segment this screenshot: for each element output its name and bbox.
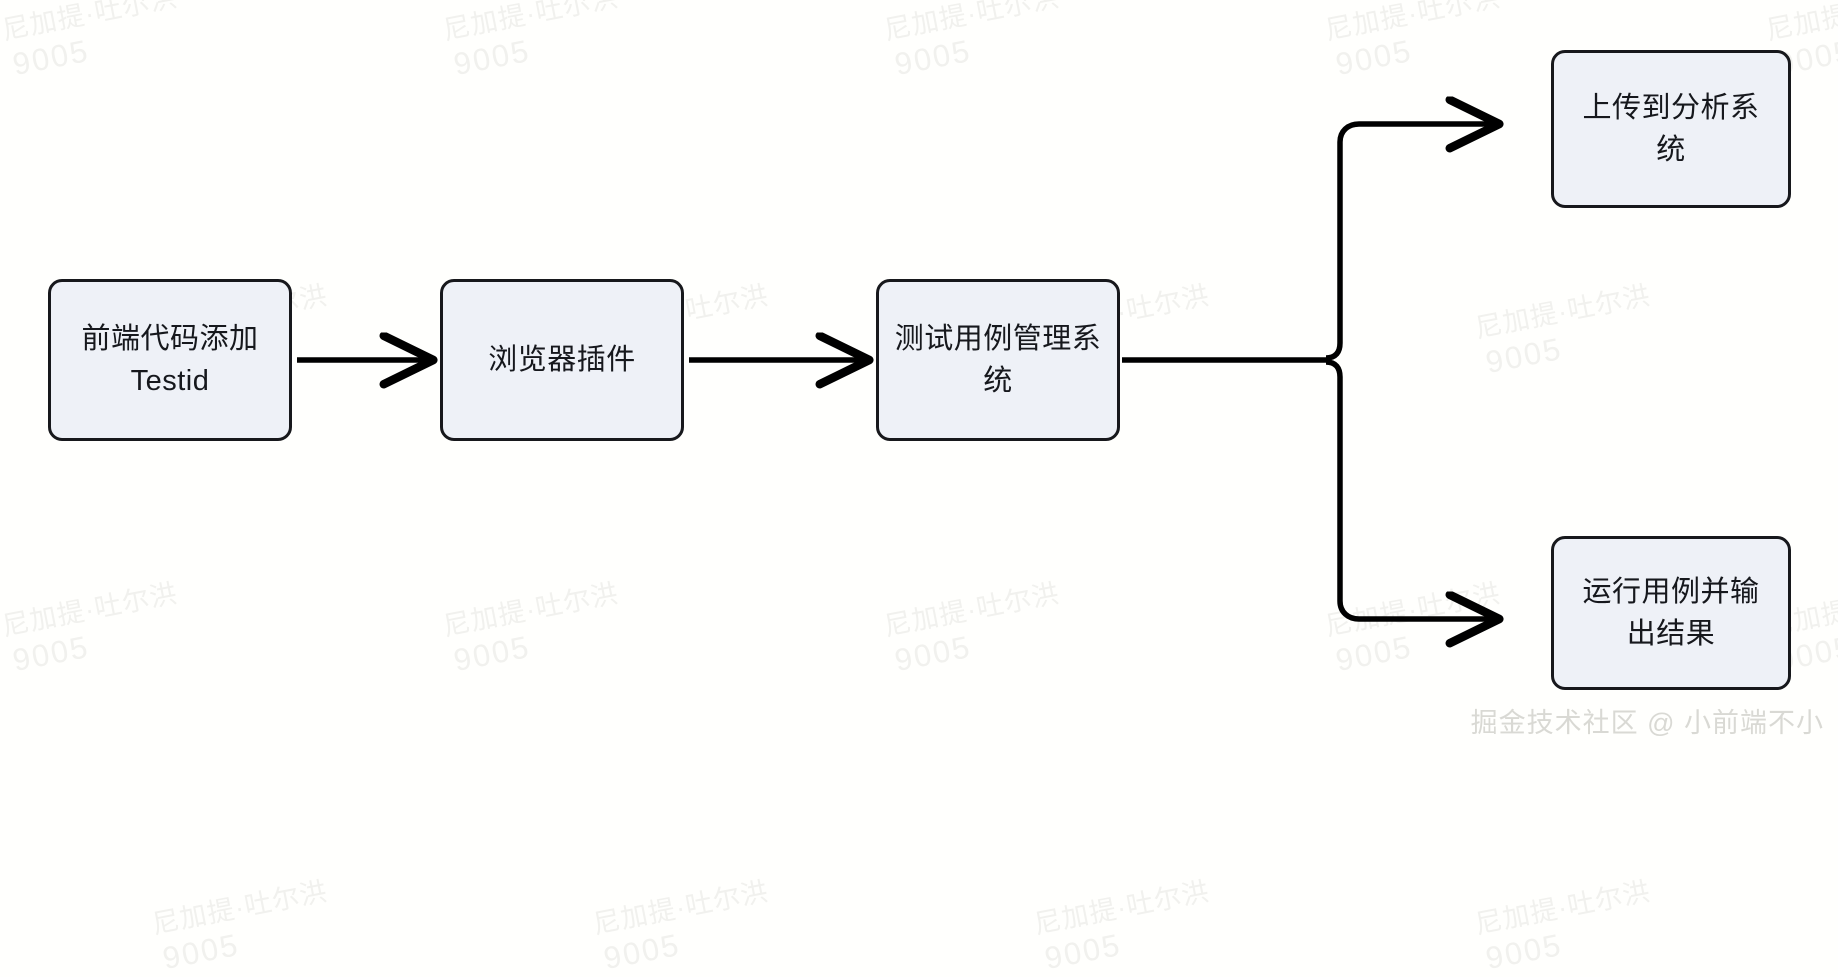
flow-node-label: 运行用例并输出结果 [1582,575,1760,650]
watermark-name: 尼加提·吐尔洪 [1472,876,1654,940]
connector-layer [297,0,1838,746]
watermark-number: 9005 [1482,926,1566,977]
edge-branch-to-runoutput [1325,359,1496,619]
credit-watermark: 掘金技术社区 @ 小前端不小 [1470,708,1824,738]
flow-node-browser-plugin[interactable]: 浏览器插件 [440,279,684,441]
watermark-number: 9005 [1041,926,1125,977]
flow-node-label: 测试用例管理系统 [894,322,1102,397]
flow-node-label: 浏览器插件 [488,343,636,376]
watermark-number: 9005 [600,926,684,977]
flow-node-label: 前端代码添加 Testid [81,322,259,397]
flow-node-label: 上传到分析系统 [1582,91,1760,166]
flow-node-case-management-system[interactable]: 测试用例管理系统 [876,279,1120,441]
watermark-name: 尼加提·吐尔洪 [149,876,331,940]
flow-node-upload-to-analysis-system[interactable]: 上传到分析系统 [1551,50,1791,208]
flow-node-run-cases-and-output-results[interactable]: 运行用例并输出结果 [1551,536,1791,690]
watermark-name: 尼加提·吐尔洪 [1031,876,1213,940]
watermark-number: 9005 [159,926,243,977]
flow-node-frontend-testid[interactable]: 前端代码添加 Testid [48,279,292,441]
edge-branch-to-upload [1325,124,1496,361]
watermark-name: 尼加提·吐尔洪 [590,876,772,940]
